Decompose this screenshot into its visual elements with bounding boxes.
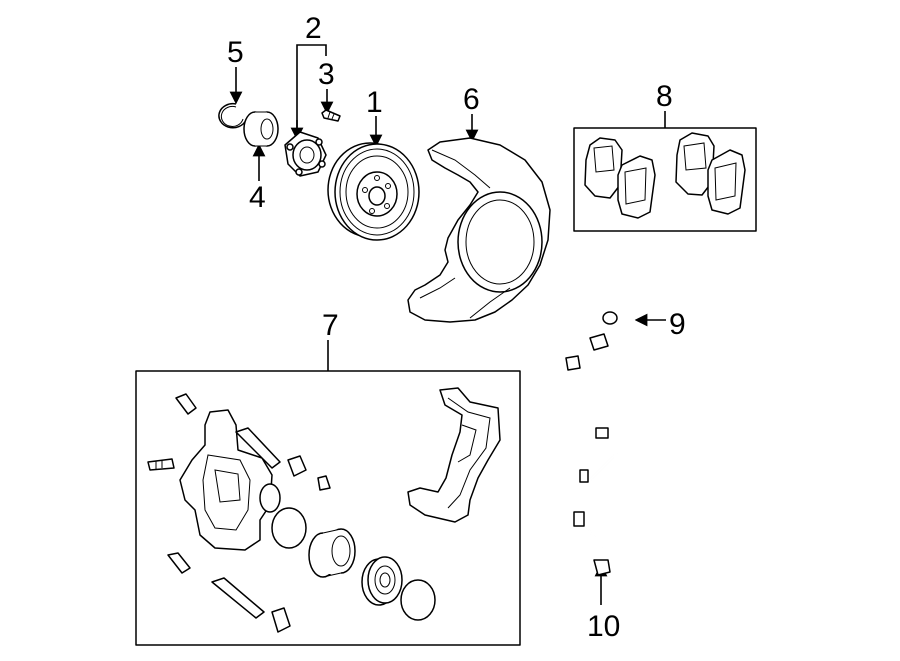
callout-1: 1 [366,86,383,119]
callout-2: 2 [305,12,322,45]
snap-ring [218,102,247,129]
caliper-assembly-group [135,370,521,646]
callout-6: 6 [463,83,480,116]
brake-pads-group [573,127,757,232]
brake-rotor [327,142,420,241]
hub-bolt [321,109,341,122]
callout-9: 9 [669,308,686,341]
leader-lines [229,44,666,605]
callout-8: 8 [656,80,673,113]
callout-7: 7 [322,309,339,342]
splash-shield [407,137,551,323]
callout-10: 10 [587,610,620,643]
wheel-hub [284,131,327,177]
callout-4: 4 [249,181,266,214]
brake-hose [565,311,638,371]
wheel-bearing [243,111,279,147]
abs-sensor [573,427,620,576]
callout-3: 3 [318,58,335,91]
callout-5: 5 [227,36,244,69]
